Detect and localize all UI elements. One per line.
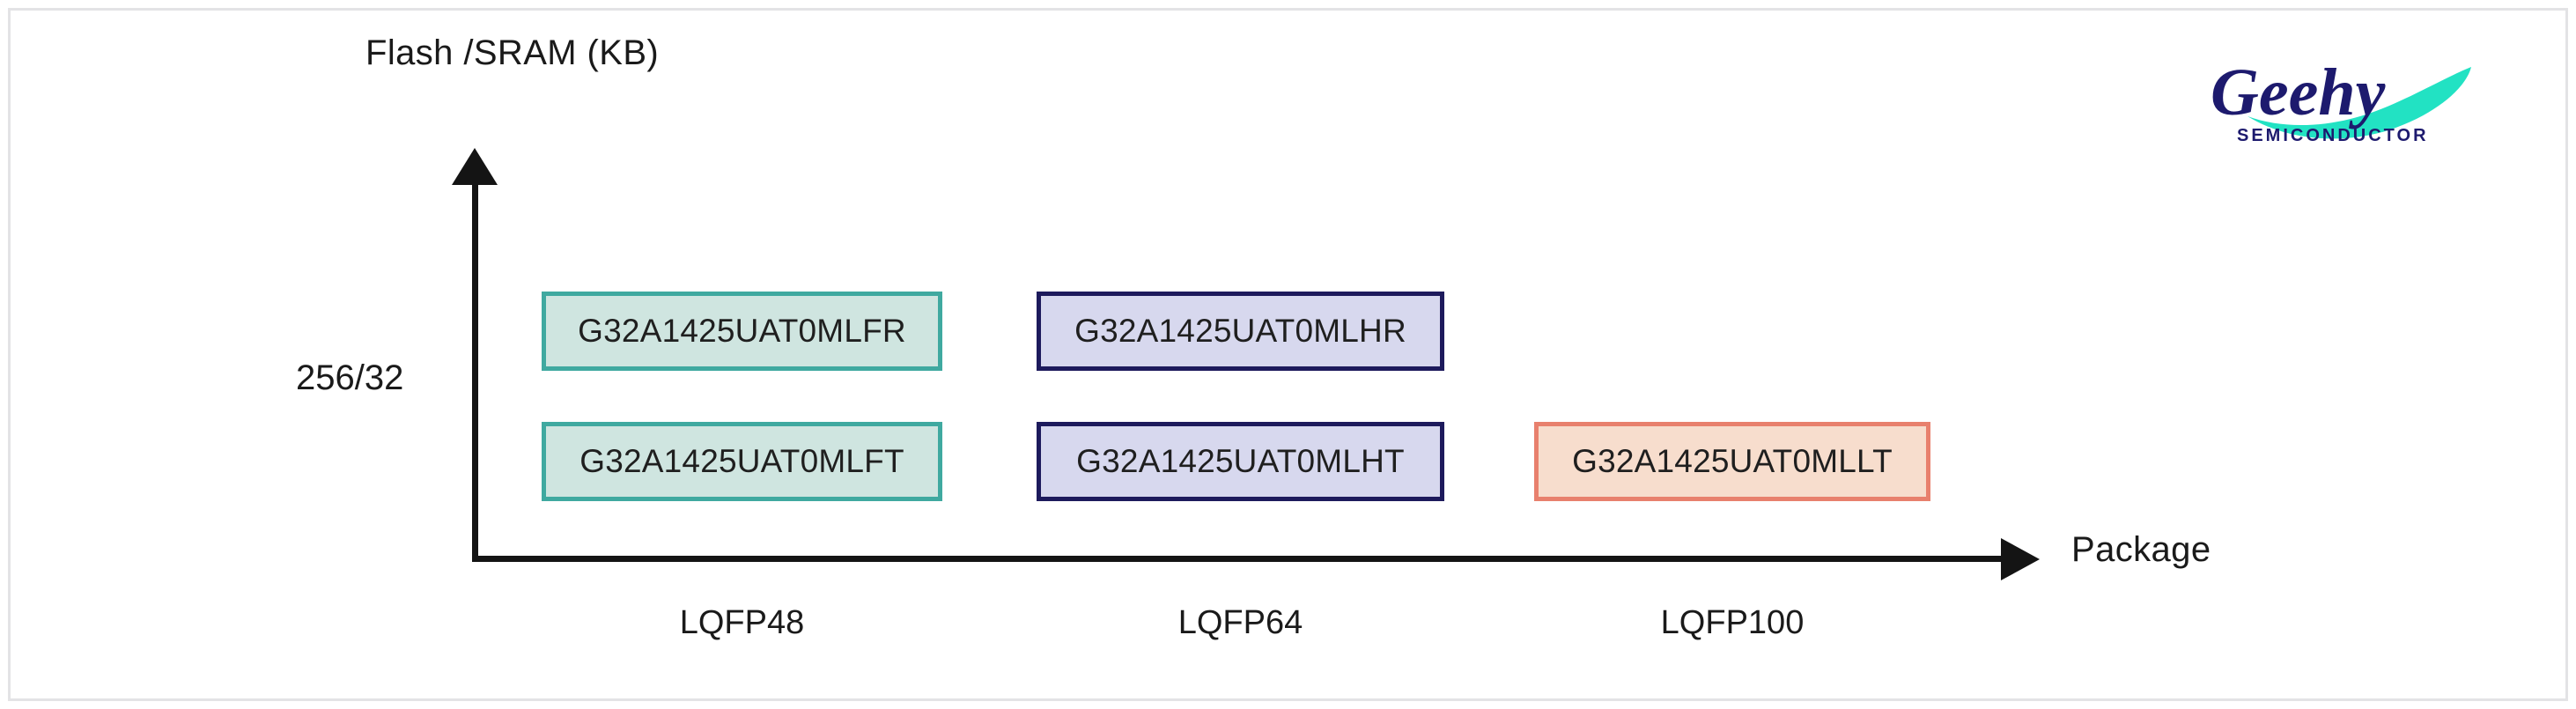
y-axis-line	[472, 174, 478, 562]
part-box-lqfp64-top[interactable]: G32A1425UAT0MLHR	[1037, 292, 1444, 371]
part-number-label: G32A1425UAT0MLLT	[1572, 443, 1893, 479]
x-axis-arrowhead-icon	[2001, 538, 2040, 580]
logo-tagline-text: SEMICONDUCTOR	[2237, 126, 2429, 145]
part-box-lqfp100-bottom[interactable]: G32A1425UAT0MLLT	[1534, 422, 1930, 501]
part-box-lqfp48-top[interactable]: G32A1425UAT0MLFR	[542, 292, 942, 371]
part-box-lqfp64-bottom[interactable]: G32A1425UAT0MLHT	[1037, 422, 1444, 501]
x-axis-line	[472, 556, 2011, 562]
geehy-logo: Geehy SEMICONDUCTOR	[2202, 42, 2484, 148]
part-number-label: G32A1425UAT0MLFT	[579, 443, 904, 479]
x-axis-tick-label-lqfp48: LQFP48	[679, 604, 805, 641]
part-number-label: G32A1425UAT0MLFR	[578, 313, 906, 349]
y-axis-arrowhead-icon	[452, 148, 498, 185]
x-axis-title: Package	[2071, 530, 2211, 569]
logo-wordmark-text: Geehy	[2211, 55, 2386, 129]
part-number-label: G32A1425UAT0MLHR	[1074, 313, 1406, 349]
x-axis-tick-label-lqfp64: LQFP64	[1177, 604, 1303, 641]
logo-swoosh-shape	[2248, 67, 2471, 139]
part-number-label: G32A1425UAT0MLHT	[1076, 443, 1405, 479]
x-axis-tick-label-lqfp100: LQFP100	[1660, 604, 1805, 641]
y-axis-tick-label: 256/32	[296, 358, 404, 397]
part-box-lqfp48-bottom[interactable]: G32A1425UAT0MLFT	[542, 422, 942, 501]
geehy-logo-icon: Geehy SEMICONDUCTOR	[2211, 55, 2471, 145]
y-axis-title: Flash /SRAM (KB)	[365, 33, 660, 72]
